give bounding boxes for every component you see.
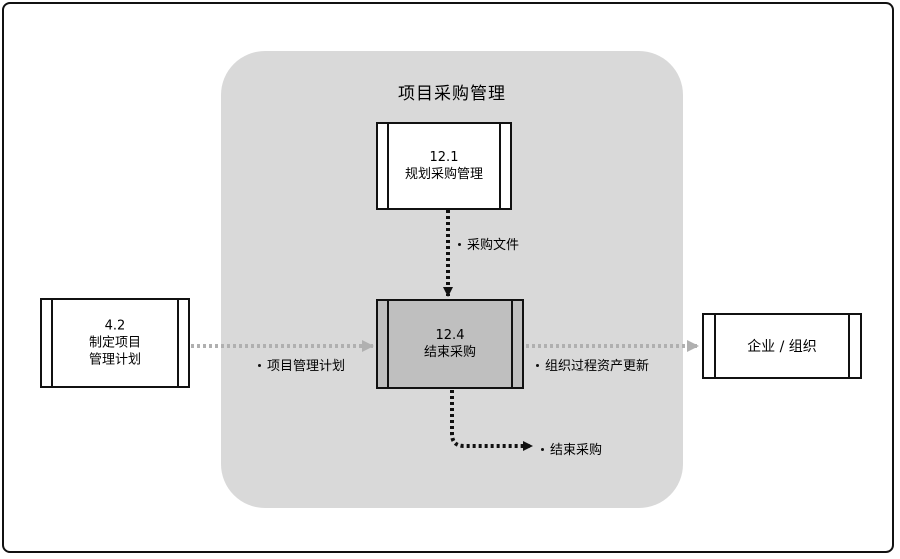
process-number: 12.1 [429,150,459,165]
process-name-line2: 管理计划 [88,352,141,368]
flow-closed-procurements [450,390,533,451]
bullet-icon [541,448,544,451]
process-12-4-close-procurements[interactable]: 12.4 结束采购 [376,299,524,389]
diagram-frame [2,2,894,553]
process-4-2-develop-pm-plan[interactable]: 4.2 制定项目 管理计划 [40,298,190,388]
region-title: 项目采购管理 [398,84,506,104]
bullet-icon [536,364,539,367]
store-label: 企业 / 组织 [747,339,817,355]
scroll-shape [702,313,862,379]
process-number: 4.2 [104,318,126,334]
label-opa-updates: 组织过程资产更新 [536,355,649,374]
label-pm-plan: 项目管理计划 [258,355,345,374]
process-12-1-plan-procurement[interactable]: 12.1 规划采购管理 [376,122,512,210]
process-name: 结束采购 [423,345,476,360]
enterprise-organization-store[interactable]: 企业 / 组织 [700,310,864,382]
label-closed-procurements: 结束采购 [541,439,602,458]
process-name: 规划采购管理 [404,167,483,182]
label-procurement-docs: 采购文件 [458,234,519,253]
process-name-line1: 制定项目 [88,335,141,351]
process-number: 12.4 [435,328,465,343]
bullet-icon [258,364,261,367]
bullet-icon [458,243,461,246]
